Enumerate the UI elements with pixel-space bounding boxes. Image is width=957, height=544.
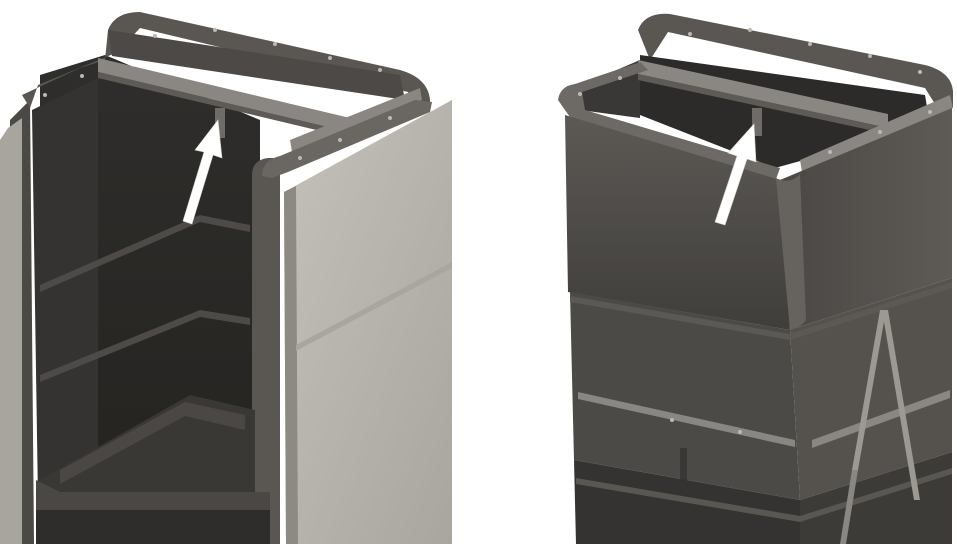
right-base-rail — [576, 468, 952, 522]
left-arrow-icon — [182, 119, 223, 225]
right-back-rim — [638, 13, 953, 108]
right-rim-bolts — [578, 28, 932, 434]
left-inner-side-wall — [32, 78, 98, 500]
right-arrow-icon — [714, 123, 757, 226]
right-diagonal-brace-3 — [840, 470, 858, 544]
right-side-rail — [800, 95, 953, 172]
left-concrete-edge — [0, 118, 22, 544]
left-cross-beam-shadow — [98, 72, 350, 138]
right-hanger-rod — [752, 108, 762, 136]
right-lower-rib-side — [812, 390, 950, 448]
right-drain-tube — [680, 448, 687, 496]
right-diagonal-brace-1 — [852, 310, 886, 470]
right-cross-beam-shadow — [638, 74, 888, 134]
left-back-wall-top — [108, 30, 405, 100]
right-diagonal-brace-2 — [882, 310, 920, 500]
right-side-face — [780, 108, 952, 330]
left-concrete-edge-shade — [284, 186, 298, 544]
left-panel-cutaway — [0, 12, 452, 544]
left-rim-bolts — [43, 28, 392, 160]
right-cross-beam — [638, 60, 888, 128]
left-cross-beam — [98, 58, 350, 132]
right-corner-highlight — [776, 174, 806, 330]
right-front-rim — [558, 62, 780, 182]
right-mid-seam — [570, 282, 952, 340]
left-side-rail — [290, 88, 422, 152]
right-panel-exterior — [558, 13, 953, 544]
left-hanger-rod — [215, 108, 225, 138]
left-concrete-seam — [296, 262, 452, 351]
left-tank-floor — [40, 395, 255, 500]
left-base-frame-lower — [36, 510, 270, 544]
right-lower-front — [570, 292, 800, 500]
left-rib-2 — [40, 310, 250, 382]
left-rib-1 — [40, 215, 250, 292]
left-concrete-wall — [284, 100, 452, 544]
left-vertical-pipe — [252, 158, 280, 544]
